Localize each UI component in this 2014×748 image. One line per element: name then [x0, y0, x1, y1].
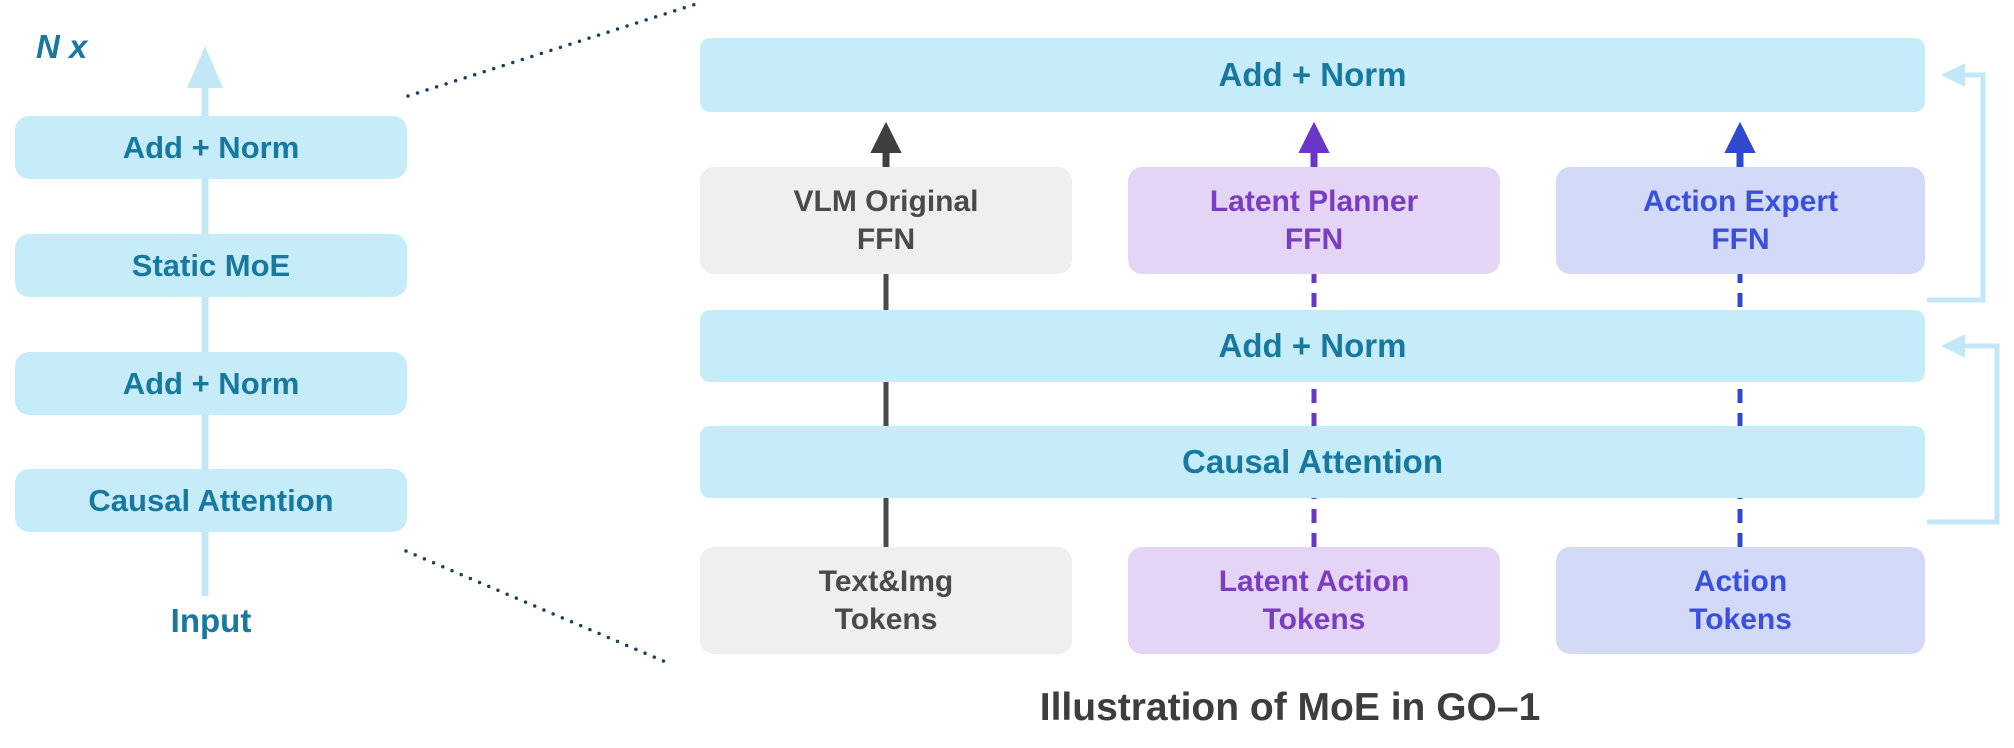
left-block-static-moe: Static MoE — [15, 234, 407, 297]
dotted-expansion-line-bottom — [404, 549, 670, 665]
figure-caption: Illustration of MoE in GO–1 — [1039, 686, 1541, 729]
left-block-add-norm-bottom: Add + Norm — [15, 352, 407, 415]
latent-planner-ffn-box: Latent Planner FFN — [1128, 167, 1500, 274]
mid-add-norm-bar: Add + Norm — [700, 310, 1925, 382]
input-label: Input — [170, 602, 252, 639]
text-img-tokens-box: Text&Img Tokens — [700, 547, 1072, 654]
residual-connection-top — [1927, 62, 1986, 303]
causal-attention-bar: Causal Attention — [700, 426, 1925, 498]
action-expert-ffn-box: Action Expert FFN — [1556, 167, 1925, 274]
latent-action-tokens-box: Latent Action Tokens — [1128, 547, 1500, 654]
left-block-causal-attention: Causal Attention — [15, 469, 407, 532]
vlm-original-ffn-box: VLM Original FFN — [700, 167, 1072, 274]
repeat-count-label: N x — [36, 28, 88, 65]
residual-connection-bottom — [1927, 333, 2000, 525]
action-tokens-box: Action Tokens — [1556, 547, 1925, 654]
left-stack-arrow-head — [187, 46, 223, 88]
left-block-add-norm-top: Add + Norm — [15, 116, 407, 179]
top-add-norm-bar: Add + Norm — [700, 38, 1925, 112]
dotted-expansion-line-top — [406, 2, 698, 98]
